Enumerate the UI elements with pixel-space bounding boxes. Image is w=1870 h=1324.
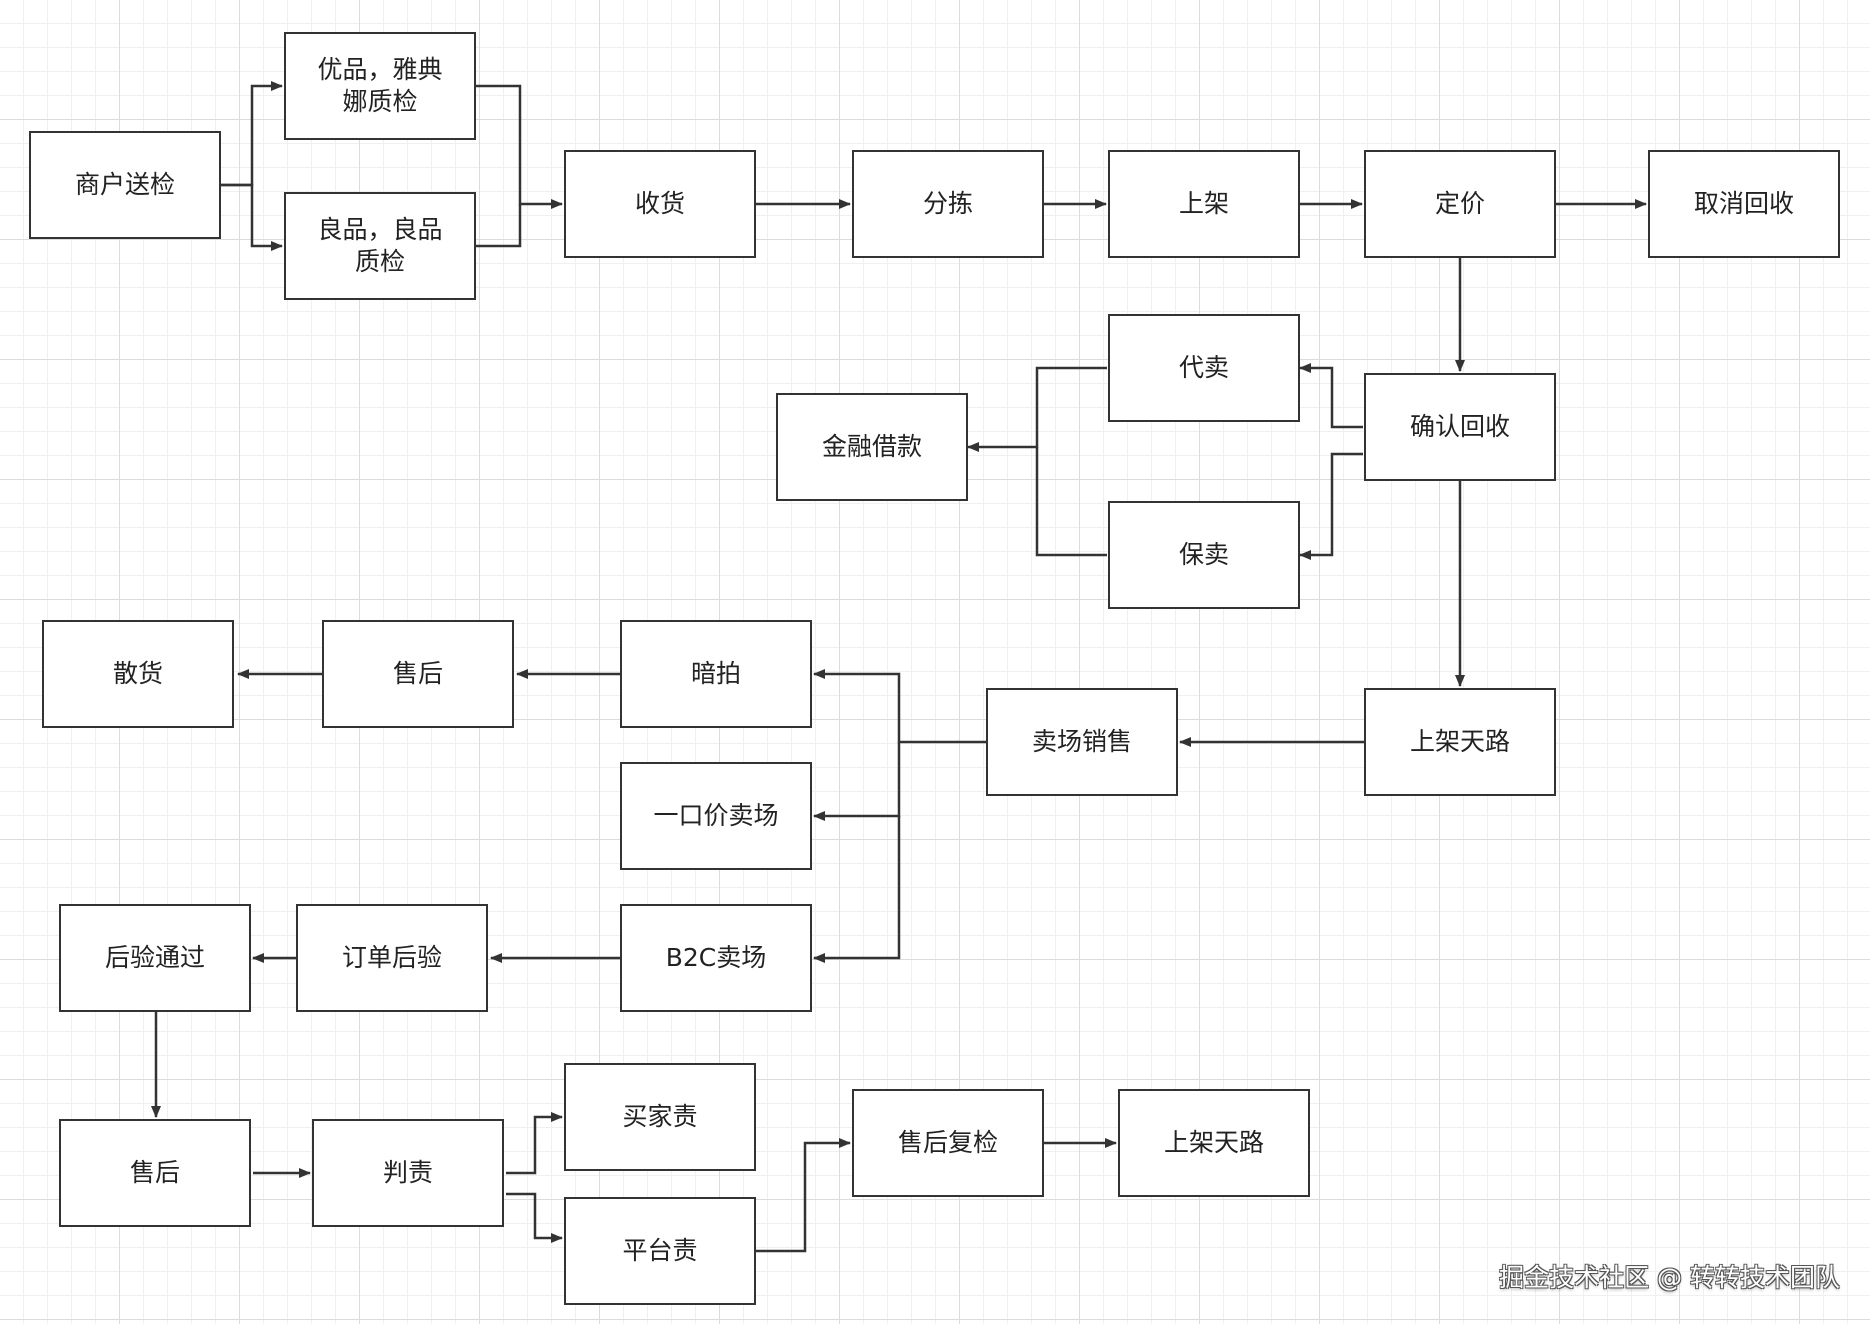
node-baomai: 保卖 (1108, 501, 1300, 609)
node-shouhou-1: 售后 (322, 620, 514, 728)
node-jinrong-jiekuan: 金融借款 (776, 393, 968, 501)
node-daimai: 代卖 (1108, 314, 1300, 422)
node-shangjia-tianlu-1: 上架天路 (1364, 688, 1556, 796)
edge-queren-daimai (1299, 363, 1363, 429)
node-sanhuo: 散货 (42, 620, 234, 728)
edge-maichang-b2c (813, 816, 901, 963)
node-queren-huishou: 确认回收 (1364, 373, 1556, 481)
node-pingtai-ze: 平台责 (564, 1197, 756, 1305)
edge-pingtai-fuji (756, 1138, 851, 1253)
node-shouhuo: 收货 (564, 150, 756, 258)
node-quxiao-huishou: 取消回收 (1648, 150, 1840, 258)
node-shouhou-fujian: 售后复检 (852, 1089, 1044, 1197)
node-maijia-ze: 买家责 (564, 1063, 756, 1171)
node-youpin-zhijian: 优品，雅典 娜质检 (284, 32, 476, 140)
edge-youpin-shouhuo (476, 84, 563, 209)
node-shangjia-tianlu-2: 上架天路 (1118, 1089, 1310, 1197)
edge-songjian-liangpin (221, 183, 283, 251)
node-liangpin-zhijian: 良品，良品 质检 (284, 192, 476, 300)
edge-maichang-anpai (813, 669, 986, 744)
edge-liangpin-shouhuo (476, 204, 522, 248)
node-b2c-maichang: B2C卖场 (620, 904, 812, 1012)
node-maichang-xiaoshou: 卖场销售 (986, 688, 1178, 796)
node-dingdan-houyan: 订单后验 (296, 904, 488, 1012)
edge-queren-baomai (1299, 452, 1363, 560)
edge-panze-maijia (506, 1112, 563, 1175)
edge-maichang-yikoujia (813, 742, 901, 821)
node-panze: 判责 (312, 1119, 504, 1227)
node-dingjia: 定价 (1364, 150, 1556, 258)
edge-daimai-jinrong (967, 366, 1107, 452)
watermark: 掘金技术社区 @ 转转技术团队 (1499, 1263, 1840, 1292)
edge-songjian-youpin (221, 81, 283, 187)
edge-baomai-jinrong (1035, 447, 1107, 557)
node-houyan-tongguo: 后验通过 (59, 904, 251, 1012)
node-yikoujia-maichang: 一口价卖场 (620, 762, 812, 870)
edge-panze-pingtai (506, 1192, 563, 1243)
node-shangjia: 上架 (1108, 150, 1300, 258)
node-anpai: 暗拍 (620, 620, 812, 728)
node-shouhou-2: 售后 (59, 1119, 251, 1227)
node-fenjian: 分拣 (852, 150, 1044, 258)
node-shanghu-songjian: 商户送检 (29, 131, 221, 239)
